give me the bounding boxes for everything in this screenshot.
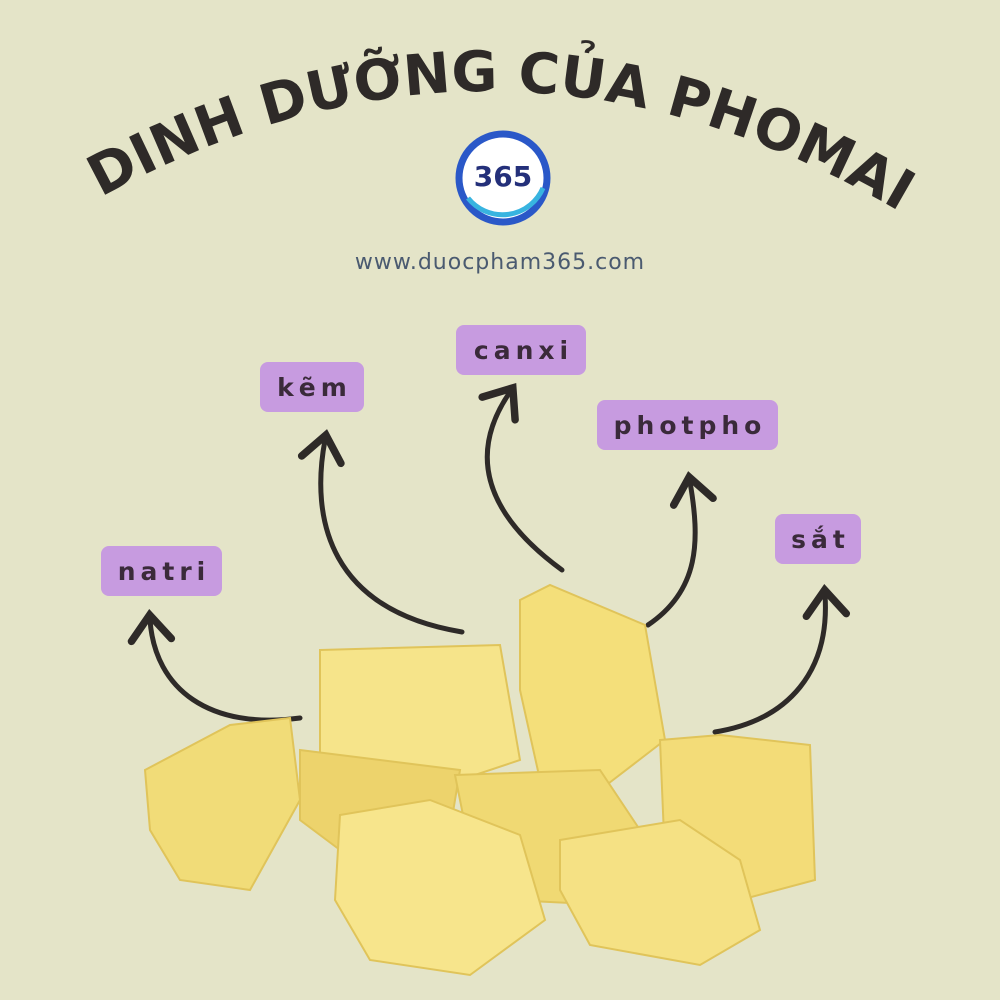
tag-natri: natri — [101, 546, 222, 596]
cheese-cubes-image — [143, 583, 817, 977]
tag-sat: sắt — [775, 514, 861, 564]
svg-text:365: 365 — [474, 160, 532, 193]
arrow-sat — [712, 584, 851, 735]
arrow-natri — [127, 609, 303, 723]
arrow-canxi — [478, 382, 565, 573]
tag-kem: kẽm — [260, 362, 364, 412]
logo-365: 365 — [455, 130, 551, 226]
tag-photpho: photpho — [597, 400, 778, 450]
arrow-kem — [297, 429, 465, 635]
arrow-photpho — [645, 471, 717, 628]
website-url: www.duocpham365.com — [354, 250, 646, 275]
tag-canxi: canxi — [456, 325, 586, 375]
